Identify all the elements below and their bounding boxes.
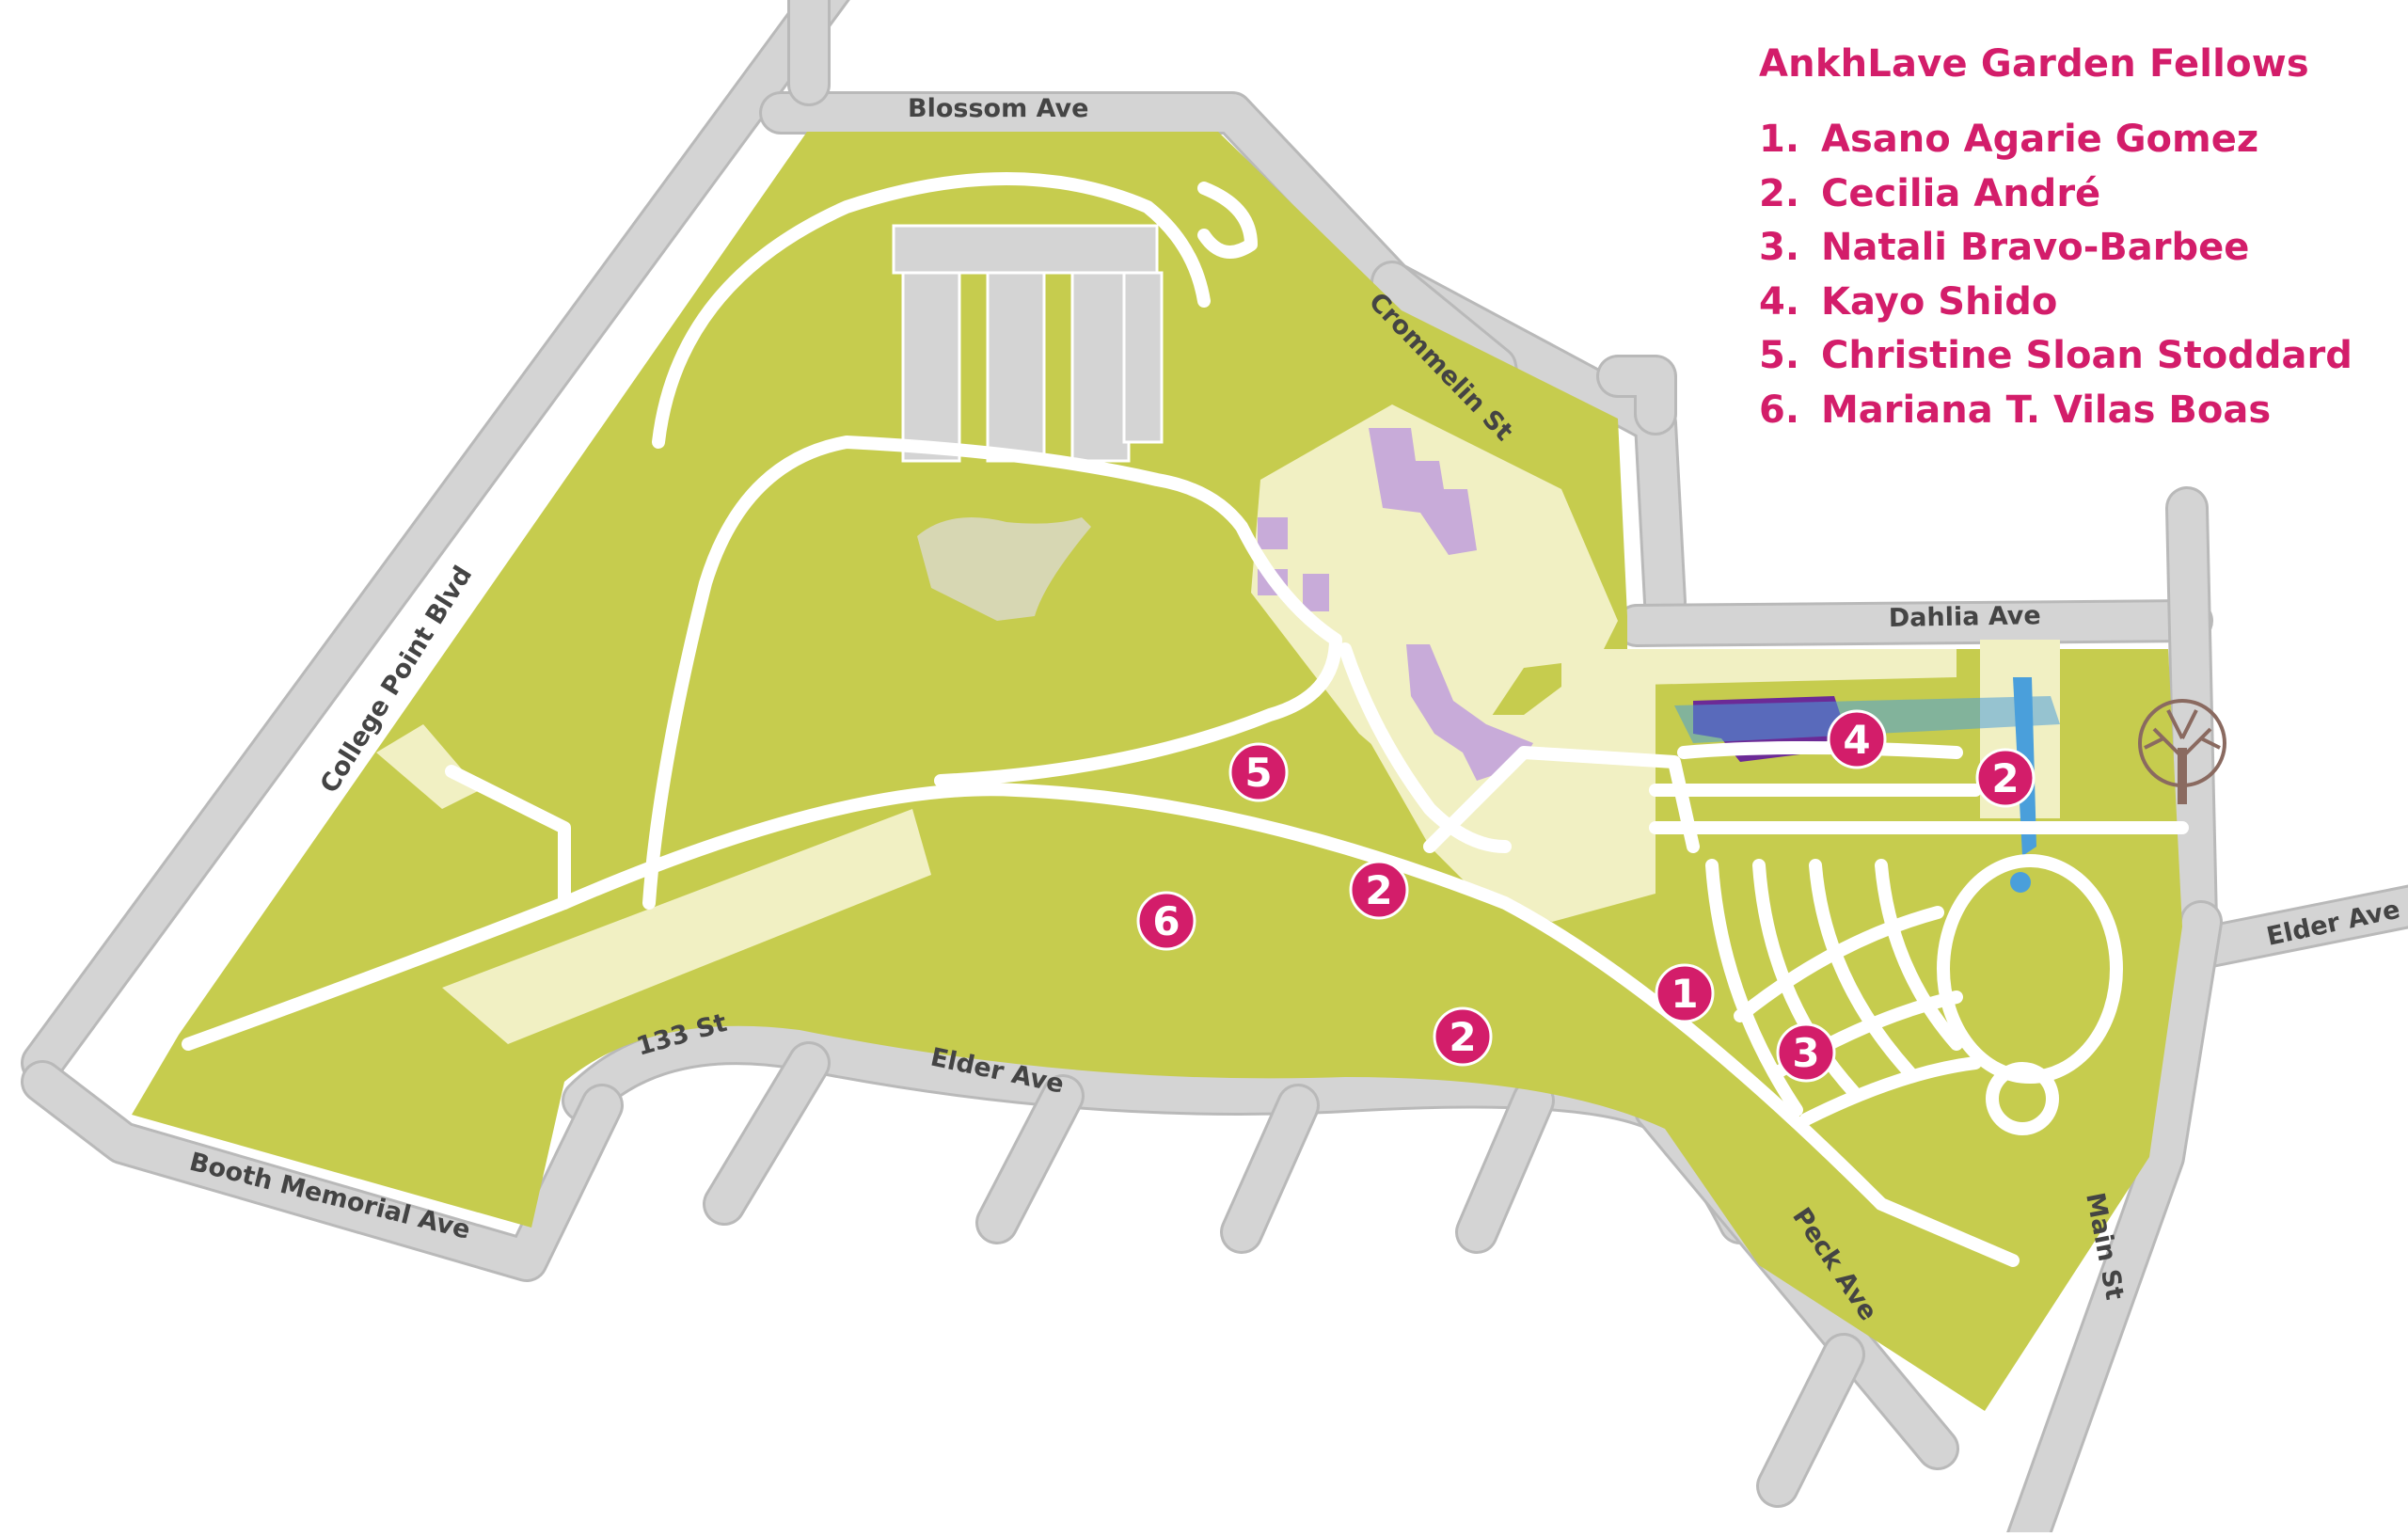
legend-list: 1. Asano Agarie Gomez 2. Cecilia André 3. N… xyxy=(1759,113,2380,437)
road-side-street-2-fill xyxy=(978,1077,1082,1242)
road-side-street-4-fill xyxy=(1458,1082,1552,1251)
marker-label: 6 xyxy=(1152,898,1180,944)
path-entry-west xyxy=(445,765,571,910)
park-area xyxy=(132,132,2182,1411)
street-label-blossom-ave: Blossom Ave xyxy=(908,94,1088,123)
plaza-east-strip xyxy=(1561,649,1956,687)
marker-label: 2 xyxy=(1449,1014,1476,1060)
road-side-street-3-fill xyxy=(1223,1086,1317,1251)
marker-3[interactable]: 3 xyxy=(1776,1022,1836,1083)
parking-block-3 xyxy=(986,271,1046,463)
legend-item: 5. Christine Sloan Stoddard xyxy=(1759,329,2380,384)
marker-2-center[interactable]: 2 xyxy=(1349,860,1409,920)
building-small-1 xyxy=(1258,517,1288,549)
road-college-point-blvd-fill xyxy=(24,0,848,1082)
marker-1[interactable]: 1 xyxy=(1655,963,1715,1023)
marker-circle xyxy=(1349,860,1409,920)
marker-circle xyxy=(1433,1006,1493,1067)
legend-item-number: 3. xyxy=(1759,226,1800,269)
plaza-building-area xyxy=(1251,404,1618,762)
marker-label: 2 xyxy=(1991,755,2019,801)
parking-block-4 xyxy=(1070,271,1131,463)
legend-item-number: 4. xyxy=(1759,279,1800,324)
marker-label: 3 xyxy=(1792,1030,1819,1076)
marker-circle xyxy=(1136,891,1196,951)
fountain xyxy=(2010,872,2031,893)
plaza-west-entry xyxy=(376,724,480,809)
legend-item-name: Mariana T. Vilas Boas xyxy=(1821,388,2272,432)
legend-item: 2. Cecilia André xyxy=(1759,167,2380,222)
tree-icon xyxy=(2138,699,2226,804)
marker-2-south[interactable]: 2 xyxy=(1433,1006,1493,1067)
legend-item: 6. Mariana T. Vilas Boas xyxy=(1759,384,2380,438)
legend-title: AnkhLave Garden Fellows xyxy=(1759,42,2309,86)
marker-4[interactable]: 4 xyxy=(1827,709,1887,769)
marker-circle xyxy=(1827,709,1887,769)
marker-label: 1 xyxy=(1671,971,1698,1017)
path-garden-cross-1 xyxy=(1734,906,1944,1022)
legend-item-name: Cecilia André xyxy=(1821,171,2101,215)
plaza-west-field xyxy=(442,809,931,1044)
path-north-arc xyxy=(652,172,1211,449)
dry-basin xyxy=(917,517,1091,621)
marker-label: 2 xyxy=(1365,867,1392,913)
marker-circle xyxy=(1776,1022,1836,1083)
tree-branches xyxy=(2144,709,2221,759)
building-small-3 xyxy=(1303,574,1329,611)
path-garden-arc-3 xyxy=(1809,859,1916,1079)
path-garden-arc-1 xyxy=(1705,859,1803,1117)
tree-trunk xyxy=(2178,748,2187,804)
road-side-street-7-fill xyxy=(1599,357,1674,433)
path-north-loop xyxy=(642,436,1342,910)
parking-block-2 xyxy=(901,271,961,463)
legend-item-name: Christine Sloan Stoddard xyxy=(1821,334,2353,377)
road-elder-ave-east-fill xyxy=(2173,887,2408,969)
legend-item-name: Kayo Shido xyxy=(1821,279,2058,324)
path-garden-oval xyxy=(1937,854,2123,1084)
marker-5[interactable]: 5 xyxy=(1228,742,1289,802)
legend-item: 4. Kayo Shido xyxy=(1759,276,2380,330)
building-north xyxy=(1369,428,1477,555)
marker-label: 4 xyxy=(1843,717,1870,763)
path-garden-arc-4 xyxy=(1875,859,1963,1051)
street-label-dahlia-ave: Dahlia Ave xyxy=(1889,601,2041,633)
building-south xyxy=(1406,644,1533,781)
path-garden-circle xyxy=(1986,1062,2059,1135)
legend-item-number: 6. xyxy=(1759,388,1800,432)
path-blossom-link xyxy=(1197,182,1258,259)
legend-item-number: 2. xyxy=(1759,171,1800,215)
path-central-link xyxy=(1339,642,1512,853)
legend-item-name: Natali Bravo-Barbee xyxy=(1821,226,2250,269)
marker-circle xyxy=(1228,742,1289,802)
road-main-st-fill xyxy=(2007,903,2220,1537)
path-garden-row-2 xyxy=(1677,741,1963,759)
path-main-diagonal xyxy=(182,783,2020,1267)
marker-circle xyxy=(1975,748,2036,808)
marker-circle xyxy=(1655,963,1715,1023)
legend-item-name: Asano Agarie Gomez xyxy=(1821,118,2259,161)
path-east-link xyxy=(1423,746,1700,853)
path-garden-cross-3 xyxy=(1799,1056,1982,1126)
marker-label: 5 xyxy=(1244,750,1272,796)
tree-canopy xyxy=(2138,699,2226,787)
markers-layer: 5 4 2 2 6 1 3 2 xyxy=(1136,709,2036,1083)
road-side-street-1-fill xyxy=(705,1044,828,1223)
paths-layer xyxy=(182,172,2189,1267)
legend-item-number: 5. xyxy=(1759,334,1800,377)
marker-6[interactable]: 6 xyxy=(1136,891,1196,951)
road-dahlia-ave-fill xyxy=(1618,602,2210,644)
parking-block-1 xyxy=(892,224,1159,275)
legend-item-number: 1. xyxy=(1759,118,1800,161)
road-side-street-5-fill xyxy=(1759,1336,1862,1505)
road-east-vertical-fill xyxy=(2168,489,2215,941)
legend: AnkhLave Garden Fellows 1. Asano Agarie G… xyxy=(1759,41,2380,437)
parking-lot xyxy=(892,224,1164,463)
parking-block-5 xyxy=(1122,271,1164,444)
marker-2-east[interactable]: 2 xyxy=(1975,748,2036,808)
legend-item: 1. Asano Agarie Gomez xyxy=(1759,113,2380,167)
road-booth-memorial-ave-fill xyxy=(24,1063,621,1279)
legend-item: 3. Natali Bravo-Barbee xyxy=(1759,221,2380,276)
